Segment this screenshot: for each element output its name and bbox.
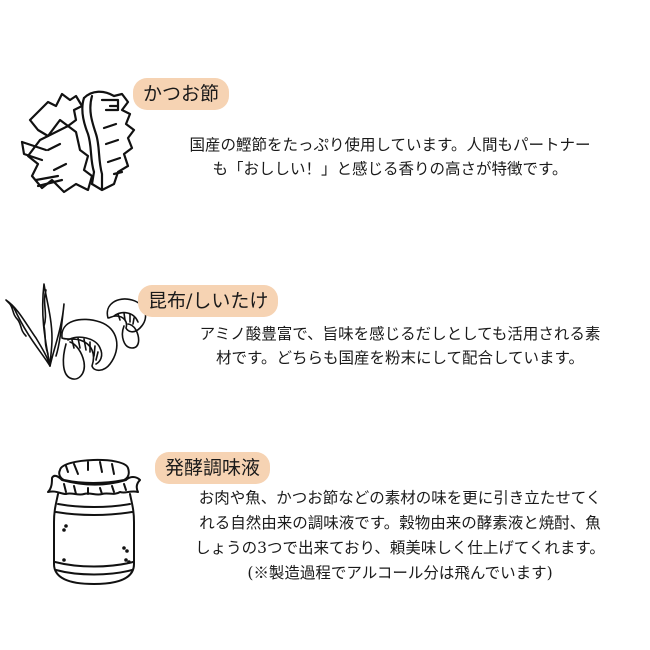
description-line: れる自然由来の調味液です。穀物由来の酵素液と焼酎、魚 (199, 514, 601, 532)
label-pill-katsuobushi: かつお節 (133, 78, 230, 110)
description-line: 材です。どちらも国産を粉末にして配合しています。 (216, 349, 584, 367)
label-pill-fermented-seasoning: 発酵調味液 (155, 452, 271, 484)
label-pill-kombu-shiitake: 昆布/しいたけ (138, 285, 279, 317)
description-line: しょうの3つで出来ており、頼美味しく仕上げてくれます。 (195, 539, 605, 557)
katsuobushi-icon (18, 80, 143, 205)
description-note: (※製造過程でアルコール分は飛んでいます) (247, 564, 553, 582)
jar-icon (44, 452, 144, 587)
kombu-shiitake-icon (0, 278, 160, 388)
description-kombu-shiitake: アミノ酸豊富で、旨味を感じるだしとしても活用される素 材です。どちらも国産を粉末… (155, 322, 645, 370)
description-line: 国産の鰹節をたっぷり使用しています。人間もパートナー (189, 136, 591, 154)
description-line: アミノ酸豊富で、旨味を感じるだしとしても活用される素 (199, 325, 601, 343)
description-katsuobushi: 国産の鰹節をたっぷり使用しています。人間もパートナー も「おししい！」と感じる香… (145, 133, 635, 181)
description-fermented-seasoning: お肉や魚、かつお節などの素材の味を更に引き立たせてく れる自然由来の調味液です。… (155, 486, 645, 586)
description-line: も「おししい！」と感じる香りの高さが特徴です。 (212, 160, 568, 178)
description-line: お肉や魚、かつお節などの素材の味を更に引き立たせてく (198, 489, 602, 507)
